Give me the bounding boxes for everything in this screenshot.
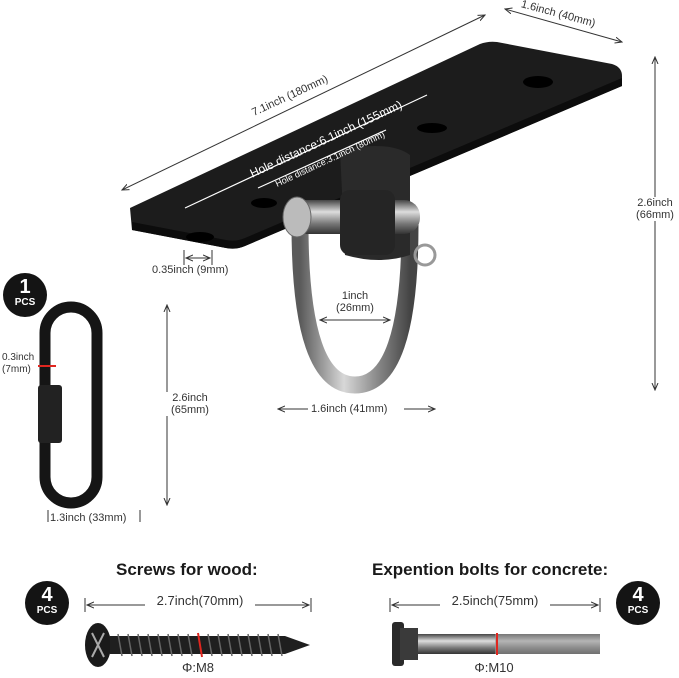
carabiner-thickness-inch: 0.3inch <box>2 352 35 363</box>
screws-title: Screws for wood: <box>116 560 258 579</box>
screw-diameter-label: Φ:M8 <box>181 660 215 675</box>
screws-quantity-badge: 4 PCS <box>25 581 69 625</box>
screw-length-label: 2.7inch(70mm) <box>145 593 255 609</box>
badge-count: 1 <box>19 276 31 298</box>
carabiner-quantity-badge: 1 PCS <box>3 273 47 317</box>
bolt-length-label: 2.5inch(75mm) <box>440 593 550 609</box>
total-height-mm: (66mm) <box>636 209 674 221</box>
carabiner-thickness-label: 0.3inch (7mm) <box>2 352 34 376</box>
shackle-inner-width-inch: 1inch <box>341 290 369 302</box>
plate-hole <box>523 76 553 88</box>
expansion-bolt <box>392 622 600 666</box>
wood-screw <box>85 623 310 667</box>
carabiner-height-inch: 2.6inch <box>172 392 208 404</box>
badge-unit: PCS <box>36 605 58 616</box>
shackle-inner-width-mm: (26mm) <box>336 302 374 314</box>
carabiner-height-mm: (65mm) <box>171 404 209 416</box>
shackle-outer-width-label: 1.6inch (41mm) <box>311 403 388 415</box>
plate-hole <box>417 123 447 133</box>
bolts-title: Expention bolts for concrete: <box>372 560 609 579</box>
total-height-inch: 2.6inch <box>637 197 673 209</box>
quick-link-carabiner <box>38 301 103 509</box>
badge-unit: PCS <box>14 297 36 308</box>
carabiner-width-label: 1.3inch (33mm) <box>50 512 127 524</box>
badge-unit: PCS <box>627 605 649 616</box>
badge-count: 4 <box>632 584 644 606</box>
bolts-quantity-badge: 4 PCS <box>616 581 660 625</box>
badge-count: 4 <box>41 584 53 606</box>
shackle-inner-width-label: 1inch (26mm) <box>325 290 385 314</box>
hole-diameter-label: 0.35inch (9mm) <box>152 264 229 276</box>
plate-hole <box>251 198 277 208</box>
carabiner-height-label: 2.6inch (65mm) <box>166 392 214 416</box>
bolt-diameter-label: Φ:M10 <box>474 660 514 675</box>
carabiner-thickness-mm: (7mm) <box>2 364 31 375</box>
plate-hole <box>186 232 214 242</box>
total-height-label: 2.6inch (66mm) <box>632 197 678 221</box>
